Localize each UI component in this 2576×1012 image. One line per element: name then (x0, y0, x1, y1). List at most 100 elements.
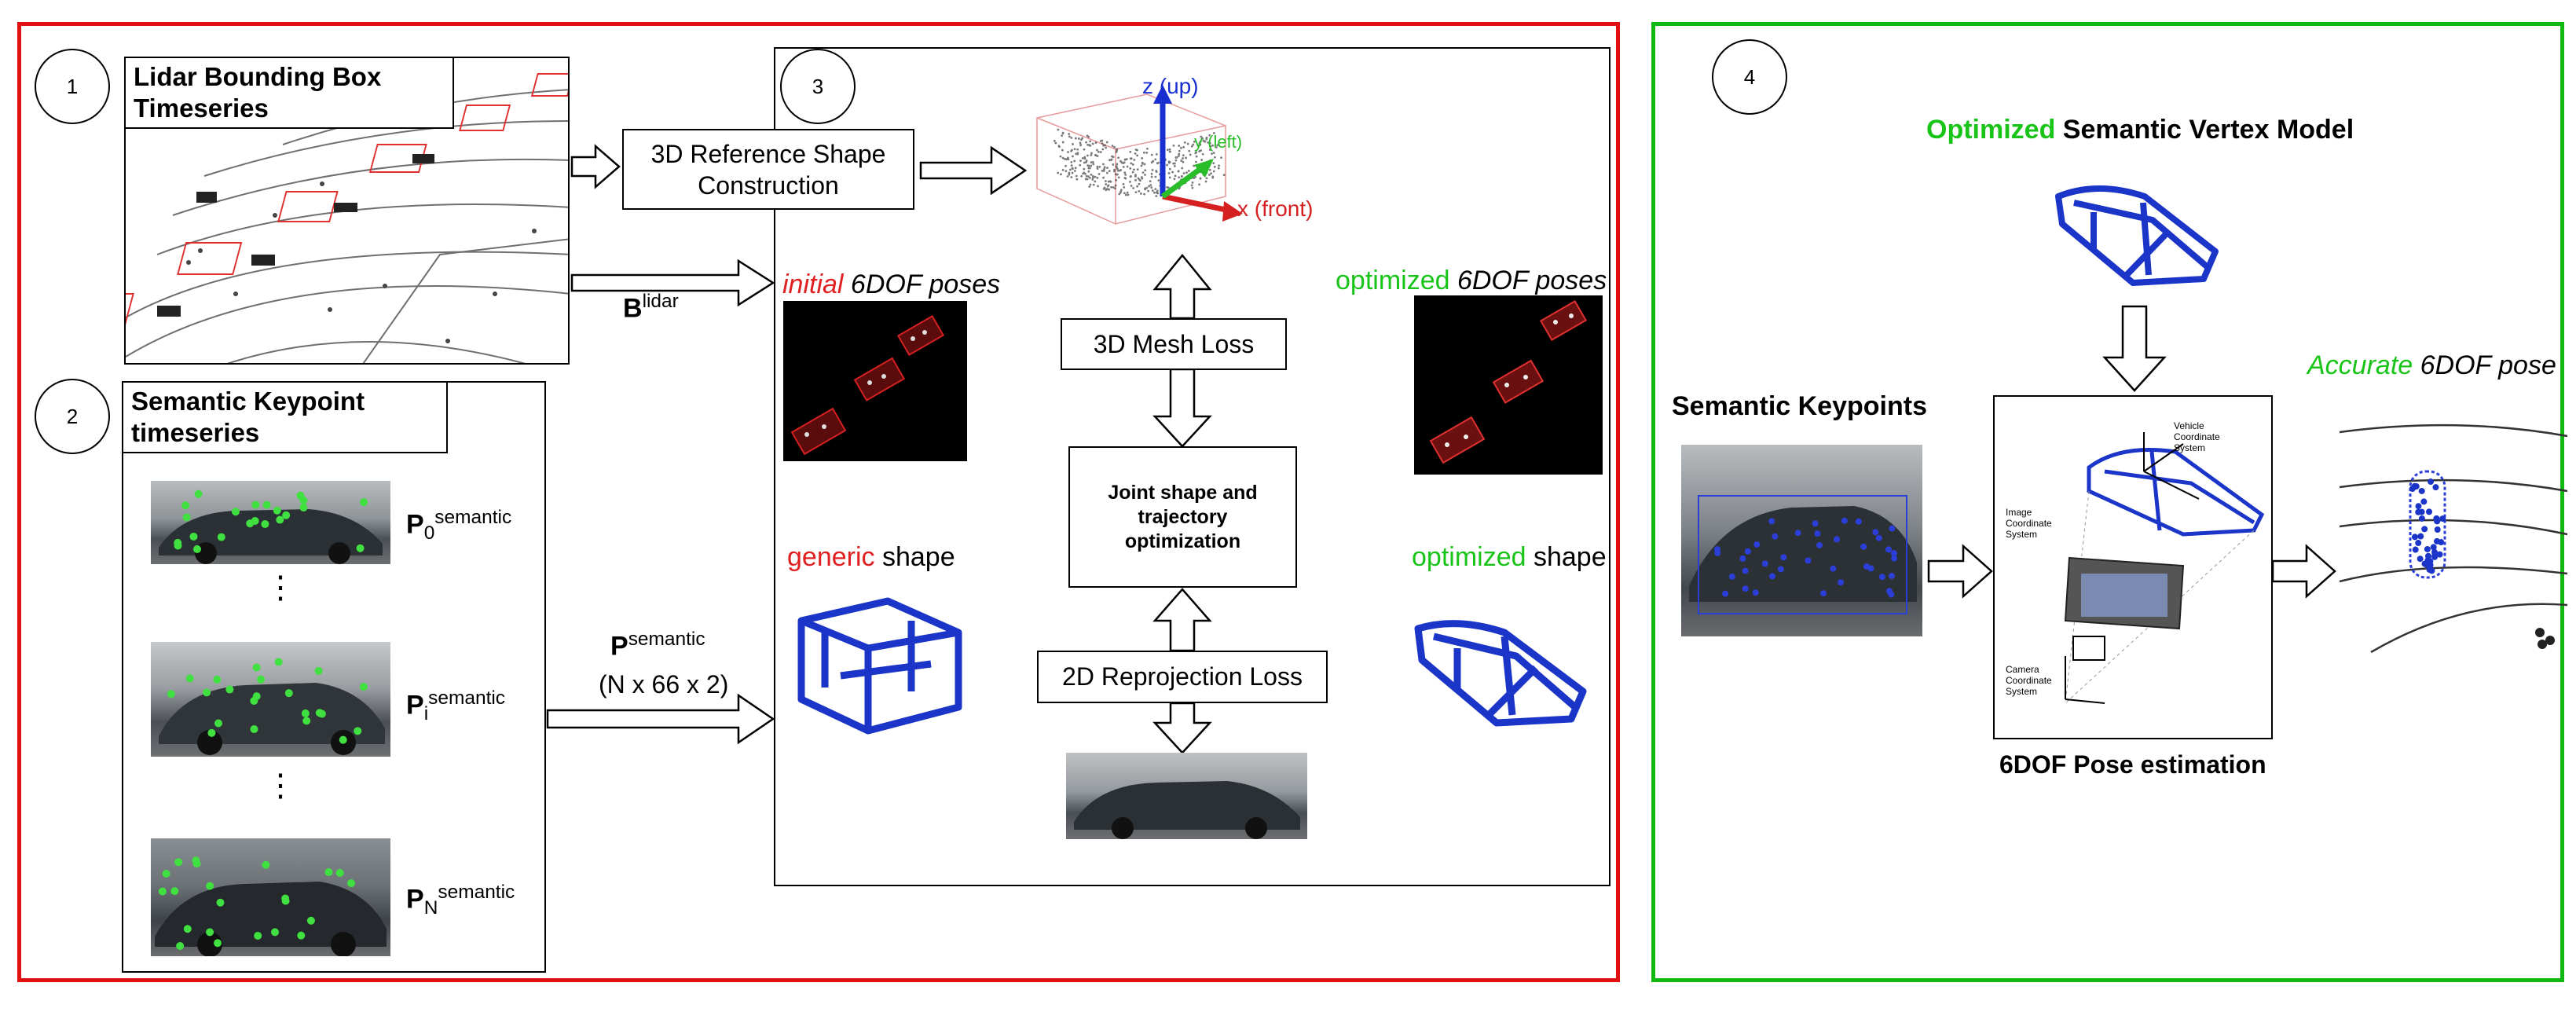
psemantic-label: Psemantic (610, 629, 705, 662)
cloud-point (1087, 175, 1090, 178)
keypoint-detection-image (1681, 445, 1922, 636)
cloud-point (1096, 167, 1099, 170)
cloud-point (1144, 174, 1146, 176)
cloud-point (1145, 186, 1149, 189)
keypoint-dot (1722, 590, 1729, 597)
cloud-point (1065, 158, 1068, 161)
cloud-point (1081, 137, 1084, 140)
cloud-point (1214, 156, 1216, 159)
cloud-point (1066, 175, 1069, 178)
blidar-sup: lidar (642, 291, 679, 312)
cloud-point (1147, 189, 1150, 192)
cloud-point (1105, 189, 1108, 192)
cloud-point (1153, 191, 1156, 194)
cloud-point (1119, 191, 1122, 194)
cloud-point (1064, 157, 1066, 160)
keypoint-dot (2431, 551, 2439, 558)
cloud-point (1074, 167, 1077, 170)
cloud-point (1080, 174, 1083, 178)
vehicle-cs-label: Vehicle Coordinate System (2174, 420, 2220, 453)
keypoint-dot (2412, 546, 2419, 553)
cloud-point (1111, 145, 1114, 147)
keypoint-dot (1772, 533, 1779, 540)
axis-x-label: x (front) (1237, 196, 1314, 221)
initial-poses-label: initial 6DOF poses (782, 270, 1000, 300)
cloud-point (1141, 157, 1144, 160)
pn-sup: semantic (438, 882, 515, 903)
optimized-poses-image (1414, 295, 1603, 475)
cloud-point (1144, 188, 1146, 191)
cloud-point (1131, 163, 1134, 166)
cloud-point (1116, 149, 1118, 152)
cloud-point (1185, 171, 1188, 174)
arrow-pose-to-result (2271, 544, 2336, 599)
cloud-point (1103, 144, 1106, 147)
cloud-point (1141, 162, 1144, 165)
cloud-point (1168, 176, 1171, 179)
cloud-point (1187, 170, 1190, 172)
cloud-point (1073, 170, 1076, 172)
cloud-point (1110, 158, 1113, 161)
cloud-point (1218, 164, 1220, 167)
accurate-rest: 6DOF pose (2413, 350, 2556, 380)
cloud-point (1092, 183, 1095, 186)
cloud-point (1190, 145, 1193, 148)
axis-y-label: y (left) (1194, 132, 1243, 152)
arrow-ref-to-cloud (919, 145, 1028, 196)
cloud-point (1156, 189, 1159, 192)
cloud-point (1200, 149, 1202, 152)
cloud-point (1205, 136, 1208, 139)
cloud-point (1129, 157, 1132, 160)
cloud-point (1083, 167, 1086, 170)
arrow-model-down (2102, 305, 2167, 392)
pn-sub: N (423, 897, 438, 919)
cloud-point (1083, 161, 1086, 164)
cloud-point (1114, 184, 1117, 187)
cloud-point (1208, 168, 1211, 171)
cloud-point (1172, 162, 1175, 165)
cloud-point (1123, 185, 1126, 189)
cloud-point (1084, 178, 1087, 181)
cloud-point (1113, 146, 1116, 148)
cloud-point (1149, 180, 1152, 183)
cloud-point (1216, 144, 1219, 147)
cloud-point (1083, 157, 1086, 160)
cloud-point (1112, 170, 1116, 173)
cloud-point (1094, 180, 1097, 183)
psem-sup: semantic (628, 629, 705, 650)
axes-glyph (1153, 85, 1243, 222)
cloud-point (1178, 176, 1181, 179)
keypoint-dot (2417, 556, 2424, 563)
pn-semantic-label: PNsemantic (406, 882, 515, 919)
cloud-point (1115, 178, 1118, 182)
cloud-point (1132, 186, 1135, 189)
cloud-point (1144, 169, 1147, 172)
cloud-point (1174, 159, 1178, 162)
pi-base: P (406, 690, 424, 720)
cloud-point (1208, 141, 1211, 145)
cloud-point (1201, 152, 1204, 156)
keypoint-dot (1820, 590, 1827, 597)
cloud-point (1089, 183, 1092, 186)
cloud-point (1167, 161, 1171, 164)
cloud-point (1112, 163, 1115, 166)
cloud-point (1186, 142, 1189, 145)
cloud-point (1148, 185, 1150, 188)
cloud-point (1061, 156, 1064, 160)
cloud-point (1119, 168, 1123, 171)
cloud-point (1097, 185, 1099, 188)
cloud-point (1212, 131, 1215, 134)
cloud-point (1151, 189, 1154, 192)
cloud-point (1061, 141, 1064, 144)
cloud-point (1090, 154, 1093, 156)
cloud-point (1089, 145, 1092, 147)
cloud-point (1220, 156, 1222, 160)
cloud-point (1157, 179, 1160, 182)
cloud-point (1101, 148, 1105, 151)
cloud-point (1172, 144, 1175, 147)
cloud-point (1166, 163, 1168, 167)
arrow-psemantic (546, 693, 775, 745)
keypoint-dot (1728, 573, 1735, 580)
generic-rest: shape (874, 542, 955, 572)
